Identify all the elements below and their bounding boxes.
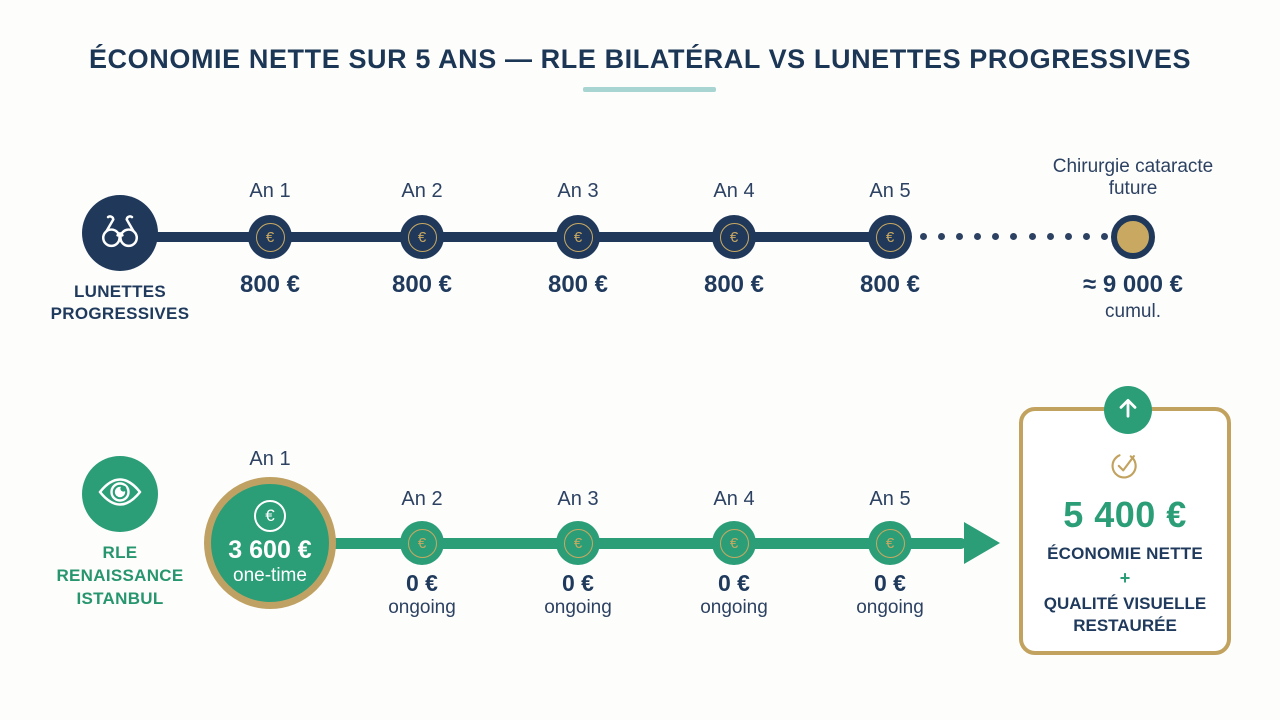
glasses-timeline-line: [120, 232, 890, 242]
rle-year-4: An 4 € 0 € ongoing: [674, 486, 794, 619]
year-cost: 0 €: [562, 570, 594, 596]
glasses-icon: [97, 208, 143, 259]
one-time-cost: 3 600 €: [228, 535, 312, 564]
rle-one-time-cost-node: € 3 600 € one-time: [204, 477, 336, 609]
net-savings-amount: 5 400 €: [1063, 494, 1187, 535]
plus-sign: +: [1119, 568, 1131, 588]
euro-symbol: €: [563, 222, 593, 252]
net-savings-label: ÉCONOMIE NETTE: [1047, 544, 1203, 563]
year-cost-sub: ongoing: [700, 597, 768, 618]
rle-hub: [82, 456, 158, 532]
glasses-track-label: LUNETTES PROGRESSIVES: [50, 282, 190, 323]
title-underline: [583, 87, 716, 92]
year-cost-sub: ongoing: [544, 597, 612, 618]
year-cost: 800 €: [859, 271, 921, 298]
euro-coin-icon: €: [868, 521, 912, 565]
rle-timeline-line: [280, 538, 966, 549]
eye-icon: [96, 468, 144, 521]
glasses-year-2: An 2 € 800 €: [362, 178, 482, 299]
year-cost: 0 €: [874, 570, 906, 596]
year-label: An 4: [713, 180, 755, 202]
rle-year-5: An 5 € 0 € ongoing: [830, 486, 950, 619]
year-cost: 0 €: [406, 570, 438, 596]
rle-year-2: An 2 € 0 € ongoing: [362, 486, 482, 619]
rle-track-label: RLE RENAISSANCE ISTANBUL: [56, 543, 184, 608]
up-arrow-badge: [1104, 386, 1152, 434]
cataract-cumulative-sub: cumul.: [1105, 301, 1161, 322]
year-label: An 2: [401, 180, 443, 202]
year-label: An 5: [869, 180, 911, 202]
euro-coin-icon: €: [400, 521, 444, 565]
rle-year-3: An 3 € 0 € ongoing: [518, 486, 638, 619]
euro-symbol: €: [407, 222, 437, 252]
euro-symbol: €: [407, 528, 437, 558]
year-label: An 1: [249, 448, 291, 470]
net-savings-box: 5 400 € ÉCONOMIE NETTE + QUALITÉ VISUELL…: [1019, 407, 1231, 655]
glasses-year-4: An 4 € 800 €: [674, 178, 794, 299]
euro-symbol: €: [875, 528, 905, 558]
euro-coin-icon: €: [556, 215, 600, 259]
glasses-hub: [82, 195, 158, 271]
glasses-year-3: An 3 € 800 €: [518, 178, 638, 299]
year-label: An 3: [557, 488, 599, 510]
year-cost: 800 €: [391, 271, 453, 298]
cataract-future-column: Chirurgie cataracte future ≈ 9 000 € cum…: [1043, 156, 1223, 323]
timeline-arrow-head: [964, 522, 1000, 564]
euro-symbol: €: [719, 528, 749, 558]
year-label: An 5: [869, 488, 911, 510]
year-cost: 0 €: [718, 570, 750, 596]
euro-symbol: €: [254, 499, 286, 532]
year-cost: 800 €: [239, 271, 301, 298]
year-label: An 3: [557, 180, 599, 202]
glasses-year-5: An 5 € 800 €: [830, 178, 950, 299]
euro-coin-icon: €: [556, 521, 600, 565]
year-cost: 800 €: [547, 271, 609, 298]
euro-symbol: €: [719, 222, 749, 252]
cataract-endpoint-icon: [1111, 215, 1155, 259]
glasses-year-1: An 1 € 800 €: [210, 178, 330, 299]
up-arrow-icon: [1114, 394, 1142, 427]
page-title: ÉCONOMIE NETTE SUR 5 ANS — RLE BILATÉRAL…: [88, 44, 1192, 74]
rle-year-1: An 1 € 3 600 € one-time: [203, 446, 337, 609]
euro-symbol: €: [563, 528, 593, 558]
year-label: An 1: [249, 180, 291, 202]
euro-coin-icon: €: [400, 215, 444, 259]
year-cost-sub: ongoing: [388, 597, 456, 618]
check-circle-icon: [1109, 449, 1141, 486]
euro-coin-icon: €: [712, 215, 756, 259]
year-cost: 800 €: [703, 271, 765, 298]
one-time-label: one-time: [233, 564, 307, 586]
cataract-cumulative-cost: ≈ 9 000 €: [1083, 271, 1183, 298]
euro-coin-icon: €: [868, 215, 912, 259]
year-label: An 4: [713, 488, 755, 510]
euro-coin-icon: €: [248, 215, 292, 259]
euro-symbol: €: [255, 222, 285, 252]
euro-coin-icon: €: [712, 521, 756, 565]
year-cost-sub: ongoing: [856, 597, 924, 618]
year-label: An 2: [401, 488, 443, 510]
cataract-future-label: Chirurgie cataracte future: [1052, 156, 1214, 199]
visual-quality-label: QUALITÉ VISUELLE RESTAURÉE: [1043, 594, 1207, 635]
dotted-projection-line: [920, 233, 1108, 240]
euro-symbol: €: [875, 222, 905, 252]
